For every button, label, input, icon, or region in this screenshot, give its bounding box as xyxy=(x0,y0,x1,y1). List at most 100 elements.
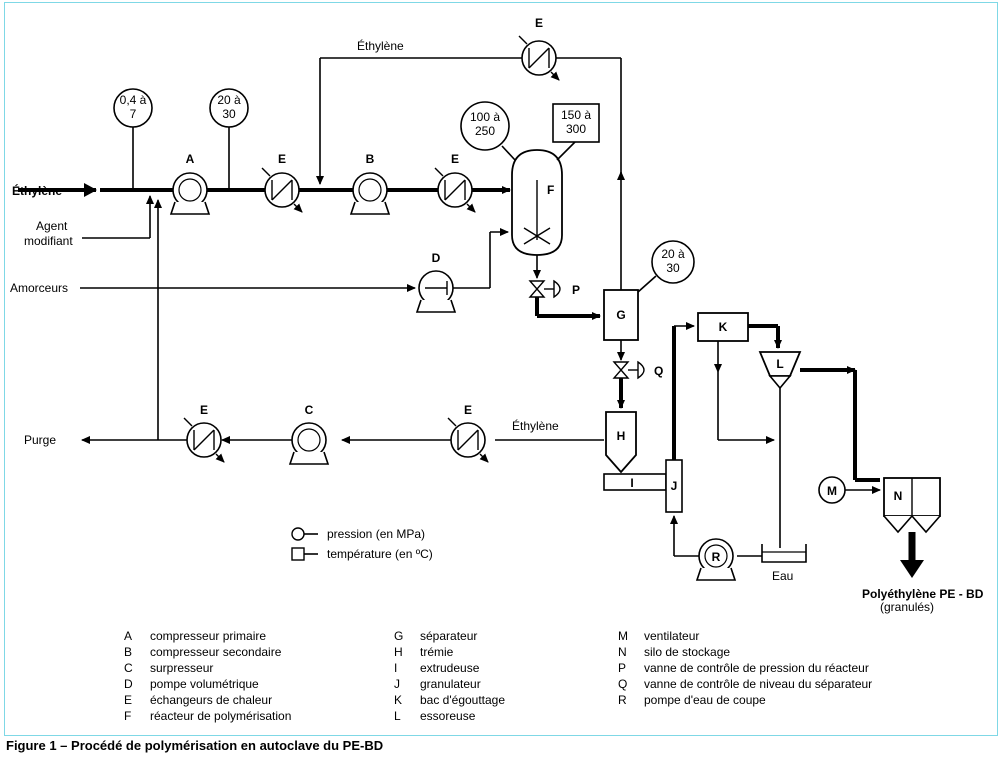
svg-text:C: C xyxy=(124,661,133,675)
valve-p-icon xyxy=(528,279,561,299)
svg-text:J: J xyxy=(394,677,400,691)
svg-text:R: R xyxy=(618,693,627,707)
tag-i: I xyxy=(630,476,633,490)
svg-text:N: N xyxy=(618,645,627,659)
svg-text:A: A xyxy=(124,629,132,643)
metering-pump-d-icon xyxy=(415,270,457,313)
label-ethylene-recycle-low: Éthylène xyxy=(512,418,559,433)
label-ethylene-in: Éthylène xyxy=(12,183,62,198)
tag-q: Q xyxy=(654,364,663,378)
temp-1-text-b: 300 xyxy=(566,122,586,136)
gauge-4-text-a: 20 à xyxy=(661,247,685,261)
extruder-i xyxy=(603,473,667,491)
svg-text:D: D xyxy=(124,677,133,691)
svg-text:pompe volumétrique: pompe volumétrique xyxy=(150,677,259,691)
svg-text:compresseur primaire: compresseur primaire xyxy=(150,629,266,643)
tag-j: J xyxy=(671,479,678,493)
tag-h: H xyxy=(617,429,626,443)
label-modifiant: modifiant xyxy=(24,234,73,248)
tag-r: R xyxy=(712,550,721,564)
svg-text:réacteur de polymérisation: réacteur de polymérisation xyxy=(150,709,291,723)
gauge-1-text-a: 0,4 à xyxy=(120,93,147,107)
valve-q-icon xyxy=(612,360,645,380)
tag-e1: E xyxy=(278,152,286,166)
svg-text:vanne de contrôle de pression: vanne de contrôle de pression du réacteu… xyxy=(644,661,869,675)
temp-1-text-a: 150 à xyxy=(561,108,591,122)
label-product: Polyéthylène PE - BD xyxy=(862,587,984,601)
svg-text:H: H xyxy=(394,645,403,659)
water-tray xyxy=(761,544,807,563)
svg-text:échangeurs de chaleur: échangeurs de chaleur xyxy=(150,693,272,707)
gauge-3-text-a: 100 à xyxy=(470,110,500,124)
svg-text:L: L xyxy=(394,709,401,723)
booster-c-icon xyxy=(289,422,329,465)
svg-text:K: K xyxy=(394,693,402,707)
svg-text:G: G xyxy=(394,629,403,643)
svg-text:compresseur secondaire: compresseur secondaire xyxy=(150,645,282,659)
tag-k: K xyxy=(719,320,728,334)
label-agent: Agent xyxy=(36,219,68,233)
pressure-symbol xyxy=(291,527,305,541)
heat-exchanger-2-icon xyxy=(435,168,475,212)
gauge-3-text-b: 250 xyxy=(475,124,495,138)
svg-text:F: F xyxy=(124,709,131,723)
drip-tray-k xyxy=(697,312,749,342)
svg-text:surpresseur: surpresseur xyxy=(150,661,213,675)
label-amorceurs: Amorceurs xyxy=(10,281,68,295)
compressor-a-icon xyxy=(170,172,210,215)
silo-n xyxy=(883,477,941,534)
heat-exchanger-3-icon xyxy=(519,36,559,80)
heat-exchanger-4-icon xyxy=(448,418,488,462)
tag-e3: E xyxy=(535,16,543,30)
hopper-h xyxy=(605,411,637,474)
svg-text:vanne de contrôle de niveau du: vanne de contrôle de niveau du séparateu… xyxy=(644,677,872,691)
tag-g: G xyxy=(616,308,625,322)
tag-b: B xyxy=(366,152,375,166)
gauge-2-text-a: 20 à xyxy=(217,93,241,107)
pressure-gauge-1 xyxy=(113,88,153,128)
label-purge: Purge xyxy=(24,433,56,447)
temperature-box-1 xyxy=(552,103,600,143)
svg-text:ventilateur: ventilateur xyxy=(644,629,699,643)
svg-text:P: P xyxy=(618,661,626,675)
svg-text:extrudeuse: extrudeuse xyxy=(420,661,480,675)
svg-text:bac d'égouttage: bac d'égouttage xyxy=(420,693,505,707)
label-ethylene-recycle-top: Éthylène xyxy=(357,38,404,53)
svg-text:granulateur: granulateur xyxy=(420,677,481,691)
symbol-legend-pressure: pression (en MPa) xyxy=(327,527,425,541)
figure-frame xyxy=(4,2,998,736)
temperature-symbol xyxy=(291,547,305,561)
svg-text:silo de stockage: silo de stockage xyxy=(644,645,730,659)
heat-exchanger-1-icon xyxy=(262,168,302,212)
gauge-1-text-b: 7 xyxy=(130,107,137,121)
pressure-gauge-2 xyxy=(209,88,249,128)
compressor-b-icon xyxy=(350,172,390,215)
figure-caption: Figure 1 – Procédé de polymérisation en … xyxy=(6,738,384,753)
tag-l: L xyxy=(776,357,783,371)
pressure-gauge-4 xyxy=(651,240,695,284)
tag-m: M xyxy=(827,484,837,498)
reactor-f-icon xyxy=(511,149,563,256)
svg-text:I: I xyxy=(394,661,397,675)
heat-exchanger-5-icon xyxy=(184,418,224,462)
label-eau: Eau xyxy=(772,569,793,583)
svg-text:trémie: trémie xyxy=(420,645,454,659)
svg-text:pompe d'eau de coupe: pompe d'eau de coupe xyxy=(644,693,766,707)
svg-text:Q: Q xyxy=(618,677,627,691)
tag-d: D xyxy=(432,251,441,265)
tag-e2: E xyxy=(451,152,459,166)
tag-e4: E xyxy=(464,403,472,417)
svg-text:B: B xyxy=(124,645,132,659)
tag-f: F xyxy=(547,183,554,197)
tag-n: N xyxy=(894,489,903,503)
tag-p: P xyxy=(572,283,580,297)
svg-text:essoreuse: essoreuse xyxy=(420,709,476,723)
tag-e5: E xyxy=(200,403,208,417)
pressure-gauge-3 xyxy=(460,101,510,151)
svg-text:M: M xyxy=(618,629,628,643)
symbol-legend-temperature: température (en ºC) xyxy=(327,547,433,561)
tag-c: C xyxy=(305,403,314,417)
gauge-4-text-b: 30 xyxy=(666,261,680,275)
